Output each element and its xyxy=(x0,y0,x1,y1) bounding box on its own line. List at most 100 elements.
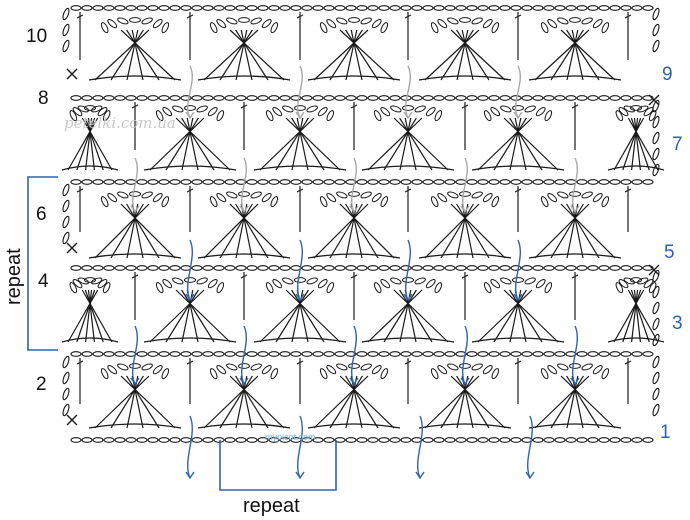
fan-stitch xyxy=(450,29,506,81)
gray-arrow xyxy=(515,65,521,119)
fan-chain-loop xyxy=(306,277,318,285)
fan-chain-loop xyxy=(238,17,250,23)
fan-motif xyxy=(361,277,455,343)
fan-stitch xyxy=(493,117,527,171)
fan-stitch xyxy=(631,289,639,343)
chain-row-3 xyxy=(565,265,577,271)
fan-base xyxy=(418,75,512,81)
chain-row-2 xyxy=(81,179,93,185)
fan-chain-loop xyxy=(265,110,274,122)
fan-motif xyxy=(307,17,401,81)
chain-row-0 xyxy=(488,5,500,11)
chain-row-5 xyxy=(81,437,93,443)
chain-row-0 xyxy=(213,5,225,11)
stitch-mark-bar xyxy=(76,188,84,193)
fan-base xyxy=(418,253,512,259)
chain-row-2 xyxy=(466,179,478,185)
chain-row-0 xyxy=(587,5,599,11)
fan-stitch xyxy=(329,29,363,81)
row-label-8: 8 xyxy=(38,88,49,109)
fan-base xyxy=(197,75,291,81)
fan-chain-loop xyxy=(326,282,335,294)
fan-chain-loop xyxy=(216,110,225,122)
left-turning-chain xyxy=(62,371,70,385)
chain-row-3 xyxy=(136,265,148,271)
fan-chain-loop xyxy=(643,279,654,289)
blue-arrow xyxy=(461,325,469,385)
chain-row-0 xyxy=(191,5,203,11)
fan-base xyxy=(528,423,622,429)
fan-stitch xyxy=(399,117,433,171)
gray-arrow xyxy=(572,157,578,213)
chain-row-3 xyxy=(466,265,478,271)
chain-row-0 xyxy=(609,5,621,11)
chain-row-0 xyxy=(499,5,511,11)
chain-row-4 xyxy=(290,351,302,357)
chain-row-4 xyxy=(345,351,357,357)
chain-row-3 xyxy=(169,265,181,271)
chain-row-2 xyxy=(246,179,258,185)
chain-row-2 xyxy=(279,179,291,185)
blue-arrow-head xyxy=(513,293,523,302)
fan-stitch xyxy=(534,203,590,259)
fan-chain-loop xyxy=(601,196,610,208)
stitch-mark-bar xyxy=(461,274,469,279)
row-label-10: 10 xyxy=(26,26,47,47)
chain-row-3 xyxy=(70,265,82,271)
chain-row-1 xyxy=(279,95,291,101)
fan-chain-loop xyxy=(84,105,96,111)
chain-row-4 xyxy=(367,351,379,357)
chain-row-0 xyxy=(246,5,258,11)
fan-stitch xyxy=(393,289,449,343)
fan-chain-loop xyxy=(615,282,624,294)
blue-arrow-head xyxy=(295,293,305,302)
fan-chain-loop xyxy=(569,363,581,369)
chain-row-5 xyxy=(576,437,588,443)
fan-stitch xyxy=(229,375,285,429)
chain-row-4 xyxy=(455,351,467,357)
blue-arrow-head xyxy=(130,377,140,386)
fan-chain-loop xyxy=(648,110,657,122)
stitch-mark-bar xyxy=(296,14,304,19)
chain-row-5 xyxy=(466,437,478,443)
sc-x-mark xyxy=(66,414,78,426)
fan-stitch xyxy=(291,117,304,171)
stitch-mark-bar xyxy=(514,14,522,19)
chain-row-1 xyxy=(290,95,302,101)
fan-base xyxy=(528,75,622,81)
fan-chain-loop xyxy=(524,105,536,113)
fan-base xyxy=(471,337,565,343)
chain-row-4 xyxy=(444,351,456,357)
fan-chain-loop xyxy=(107,365,118,375)
fan-stitch xyxy=(285,289,341,343)
side-repeat-bracket xyxy=(27,176,58,351)
gray-arrow xyxy=(462,157,468,213)
chain-row-0 xyxy=(235,5,247,11)
chain-row-5 xyxy=(114,437,126,443)
fan-stitch xyxy=(84,117,104,171)
fan-chain-loop xyxy=(540,196,549,208)
chain-row-4 xyxy=(125,351,137,357)
chain-row-5 xyxy=(191,437,203,443)
fan-stitch xyxy=(175,289,231,343)
chain-row-4 xyxy=(246,351,258,357)
row-label-5: 5 xyxy=(664,242,675,263)
chain-row-1 xyxy=(356,95,368,101)
fan-chain-loop xyxy=(482,19,493,29)
fan-chain-loop xyxy=(141,17,153,25)
fan-chain-loop xyxy=(100,22,109,34)
gray-arrow-head xyxy=(239,205,249,214)
chain-row-2 xyxy=(367,179,379,185)
fan-chain-loop xyxy=(630,105,642,111)
fan-chain-loop xyxy=(490,279,501,289)
fan-stitch xyxy=(571,375,584,429)
fan-chain-loop xyxy=(129,17,141,23)
chain-row-3 xyxy=(554,265,566,271)
left-turning-chain xyxy=(62,403,70,417)
fan-stitch xyxy=(84,289,104,343)
stitch-mark-bar xyxy=(296,360,304,365)
fan-stitch xyxy=(149,289,205,343)
chain-row-2 xyxy=(125,179,137,185)
fan-stitch xyxy=(631,117,639,171)
fan-chain-loop xyxy=(129,363,141,369)
